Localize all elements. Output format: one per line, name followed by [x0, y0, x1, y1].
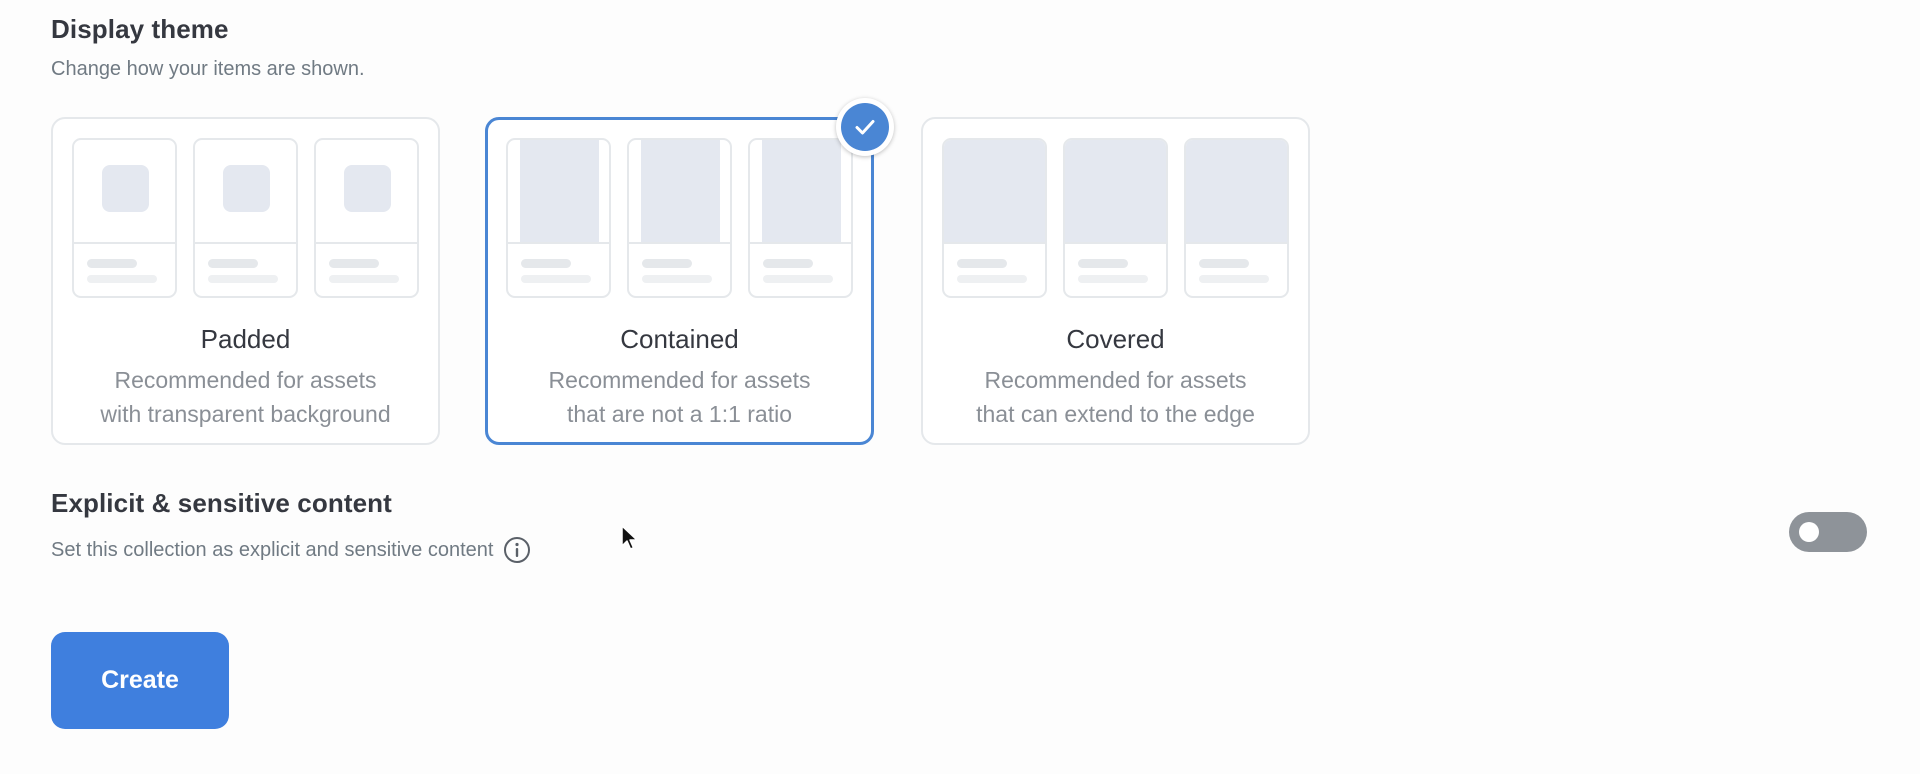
preview-card	[72, 138, 177, 298]
explicit-content-title: Explicit & sensitive content	[51, 488, 392, 518]
preview-card	[1063, 138, 1168, 298]
theme-option-description: Recommended for assets with transparent …	[100, 367, 391, 427]
selected-check-icon	[836, 98, 894, 156]
preview-card	[748, 138, 853, 298]
explicit-content-row: Set this collection as explicit and sens…	[51, 536, 531, 564]
padded-preview	[72, 138, 422, 298]
display-theme-subtitle: Change how your items are shown.	[51, 58, 365, 80]
preview-card	[942, 138, 1047, 298]
toggle-knob	[1799, 522, 1819, 542]
covered-preview	[942, 138, 1292, 298]
display-theme-title: Display theme	[51, 14, 229, 44]
preview-card	[1184, 138, 1289, 298]
explicit-content-subtitle: Set this collection as explicit and sens…	[51, 538, 494, 561]
preview-card	[193, 138, 298, 298]
theme-option-padded[interactable]: Padded Recommended for assets with trans…	[51, 117, 440, 445]
theme-option-description: Recommended for assets that are not a 1:…	[548, 367, 811, 427]
preview-card	[506, 138, 611, 298]
theme-option-contained[interactable]: Contained Recommended for assets that ar…	[485, 117, 874, 445]
theme-option-covered[interactable]: Covered Recommended for assets that can …	[921, 117, 1310, 445]
theme-option-title: Covered	[1066, 324, 1165, 354]
theme-option-title: Contained	[620, 324, 739, 354]
contained-preview	[506, 138, 856, 298]
mouse-cursor-icon	[621, 525, 638, 550]
preview-card	[314, 138, 419, 298]
theme-option-title: Padded	[200, 324, 291, 354]
info-icon[interactable]	[503, 536, 531, 564]
theme-option-description: Recommended for assets that can extend t…	[976, 367, 1255, 427]
preview-card	[627, 138, 732, 298]
explicit-content-toggle[interactable]	[1789, 512, 1867, 552]
create-button[interactable]: Create	[51, 632, 229, 729]
